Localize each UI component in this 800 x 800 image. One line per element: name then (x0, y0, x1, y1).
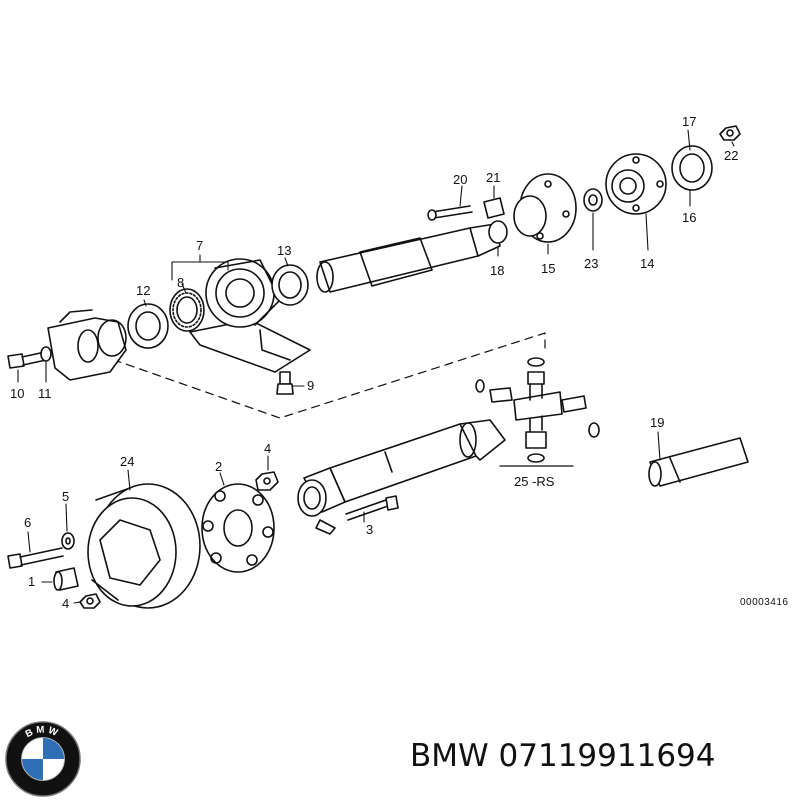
leader-lines (17, 129, 735, 604)
vibration-damper-part-24 (87, 483, 201, 609)
nut-part-4-lower (79, 593, 101, 609)
diagram-reference-number: 00003416 (740, 597, 789, 608)
label-part-7: 7 (196, 238, 203, 253)
bolt-part-9 (276, 371, 294, 395)
part-number: 07119911694 (498, 738, 716, 774)
label-part-21: 21 (486, 170, 500, 185)
flex-disc-coupling-part-2 (201, 483, 275, 573)
clamp-bolt-part-20 (427, 205, 473, 221)
yoke-flange-part-11 (47, 309, 127, 381)
sleeve-part-1 (53, 567, 79, 591)
label-part-17: 17 (682, 114, 696, 129)
label-part-2: 2 (215, 459, 222, 474)
bolt-part-6 (7, 547, 64, 569)
bearing-part-8 (169, 288, 205, 332)
bolt-part-10 (7, 346, 52, 369)
drive-shaft-tube (297, 419, 506, 535)
label-part-1: 1 (28, 574, 35, 589)
label-part-8: 8 (177, 275, 184, 290)
svg-text:BMW: BMW (24, 724, 62, 740)
label-part-14: 14 (640, 256, 654, 271)
label-part-23: 23 (584, 256, 598, 271)
label-part-4-upper: 4 (264, 441, 271, 456)
label-part-9: 9 (307, 378, 314, 393)
label-part-16: 16 (682, 210, 696, 225)
label-part-22: 22 (724, 148, 738, 163)
center-bearing-mount-part-7 (189, 258, 311, 373)
label-part-12: 12 (136, 283, 150, 298)
bolt-part-3 (345, 495, 399, 521)
washer-part-5 (61, 532, 75, 550)
label-part-25-rs: 25 -RS (514, 474, 555, 489)
label-part-13: 13 (277, 243, 291, 258)
clamp-ring-part-18 (488, 220, 508, 244)
label-part-18: 18 (490, 263, 504, 278)
grease-tube-part-19 (648, 437, 749, 487)
assembly-dashed-line (99, 332, 546, 419)
label-part-20: 20 (453, 172, 467, 187)
label-part-10: 10 (10, 386, 24, 401)
label-part-5: 5 (62, 489, 69, 504)
part-number-caption: BMW 07119911694 (410, 738, 716, 774)
dust-ring-part-13 (271, 264, 309, 306)
part-callouts: 7 8 12 13 20 21 18 15 23 14 17 22 16 10 … (10, 114, 789, 611)
label-part-15: 15 (541, 261, 555, 276)
label-part-19: 19 (650, 415, 664, 430)
seal-ring-part-12 (127, 303, 169, 349)
label-part-6: 6 (24, 515, 31, 530)
logo-text: BMW (24, 724, 59, 740)
nut-part-4-upper (255, 471, 279, 491)
flange-part-15 (513, 173, 577, 243)
cv-joint-part-14 (605, 153, 667, 215)
nut-part-22 (719, 125, 741, 141)
splined-shaft (316, 223, 501, 293)
lock-plate-part-21 (483, 197, 505, 219)
label-part-24: 24 (120, 454, 134, 469)
label-part-11: 11 (38, 386, 52, 401)
brand-name: BMW (410, 738, 489, 774)
bmw-logo: BMW (5, 721, 81, 797)
boot-part-16 (671, 145, 713, 191)
label-part-4-lower: 4 (62, 596, 69, 611)
universal-joint-kit-part-25 (475, 357, 600, 463)
washer-part-23 (583, 188, 603, 212)
label-part-3: 3 (366, 522, 373, 537)
